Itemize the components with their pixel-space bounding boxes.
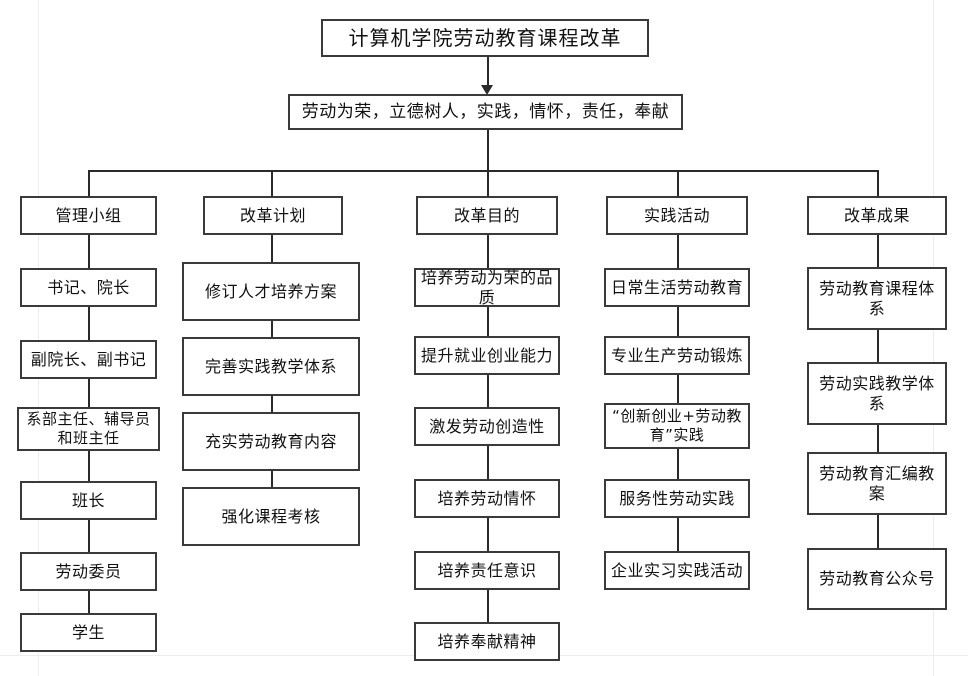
connector-c2-0 xyxy=(271,235,273,262)
column-2-item-2: 完善实践教学体系 xyxy=(182,337,360,396)
column-3-header-box: 改革目的 xyxy=(416,196,558,235)
column-5-item-2: 劳动实践教学体系 xyxy=(807,362,947,425)
connector-c4-3 xyxy=(677,449,679,479)
connector-c4-0 xyxy=(677,235,679,268)
page-margin-guide-left xyxy=(38,0,39,676)
column-3-item-1: 培养劳动为荣的品质 xyxy=(414,268,560,307)
motto-box: 劳动为荣，立德树人，实践，情怀，责任，奉献 xyxy=(288,94,683,130)
column-3-item-5: 培养责任意识 xyxy=(414,551,560,590)
connector-c2-1 xyxy=(271,321,273,337)
connector-bus-to-col4 xyxy=(677,170,679,196)
connector-c5-0 xyxy=(877,235,879,267)
connector-c3-1 xyxy=(487,307,489,336)
column-5-item-4: 劳动教育公众号 xyxy=(807,548,947,610)
column-2-item-3: 充实劳动教育内容 xyxy=(182,412,360,471)
connector-bus-to-col3 xyxy=(487,170,489,196)
connector-bus-to-col2 xyxy=(271,170,273,196)
connector-c1-1 xyxy=(88,307,90,340)
connector-c1-5 xyxy=(88,591,90,613)
column-4-header-box: 实践活动 xyxy=(606,196,748,235)
column-4-item-1: 日常生活劳动教育 xyxy=(604,268,750,307)
column-1-item-4: 班长 xyxy=(20,481,157,520)
column-1-item-3: 系部主任、辅导员和班主任 xyxy=(17,407,160,451)
title-box: 计算机学院劳动教育课程改革 xyxy=(321,19,649,57)
column-3-item-2: 提升就业创业能力 xyxy=(414,336,560,375)
column-1-item-2: 副院长、副书记 xyxy=(20,340,157,379)
connector-c3-4 xyxy=(487,518,489,551)
connector-title-to-motto xyxy=(487,57,489,88)
connector-c3-3 xyxy=(487,446,489,479)
connector-c5-2 xyxy=(877,425,879,452)
column-4-item-2: 专业生产劳动锻炼 xyxy=(604,336,750,375)
connector-c4-1 xyxy=(677,307,679,336)
connector-c2-2 xyxy=(271,396,273,412)
column-5-header-box: 改革成果 xyxy=(807,196,947,235)
connector-c4-4 xyxy=(677,518,679,551)
distribution-bus-line xyxy=(88,170,879,172)
column-3-item-4: 培养劳动情怀 xyxy=(414,479,560,518)
connector-c1-2 xyxy=(88,379,90,407)
column-2-item-1: 修订人才培养方案 xyxy=(182,262,360,321)
column-1-item-6: 学生 xyxy=(20,613,157,652)
column-2-header-box: 改革计划 xyxy=(203,196,343,235)
connector-c5-3 xyxy=(877,515,879,548)
connector-c5-1 xyxy=(877,330,879,362)
connector-c1-3 xyxy=(88,451,90,481)
column-1-item-1: 书记、院长 xyxy=(20,268,157,307)
connector-c3-2 xyxy=(487,375,489,407)
connector-c1-0 xyxy=(88,235,90,268)
connector-bus-to-col5 xyxy=(877,170,879,196)
column-5-item-3: 劳动教育汇编教案 xyxy=(807,452,947,515)
connector-motto-to-bus xyxy=(487,130,489,171)
column-1-item-5: 劳动委员 xyxy=(20,552,157,591)
column-3-item-6: 培养奉献精神 xyxy=(414,622,560,661)
connector-c4-2 xyxy=(677,375,679,403)
connector-c3-0 xyxy=(487,235,489,268)
column-3-item-3: 激发劳动创造性 xyxy=(414,407,560,446)
page-margin-guide-right xyxy=(933,0,934,676)
connector-c3-5 xyxy=(487,590,489,622)
column-2-item-4: 强化课程考核 xyxy=(182,487,360,546)
column-4-item-4: 服务性劳动实践 xyxy=(604,479,750,518)
connector-c2-3 xyxy=(271,471,273,487)
column-1-header-box: 管理小组 xyxy=(20,196,157,235)
column-5-item-1: 劳动教育课程体系 xyxy=(807,267,947,330)
column-4-item-5: 企业实习实践活动 xyxy=(604,551,750,590)
connector-c1-4 xyxy=(88,520,90,552)
connector-bus-to-col1 xyxy=(88,170,90,196)
column-4-item-3: “创新创业+劳动教育”实践 xyxy=(604,403,750,449)
arrow-head-icon xyxy=(481,85,493,95)
